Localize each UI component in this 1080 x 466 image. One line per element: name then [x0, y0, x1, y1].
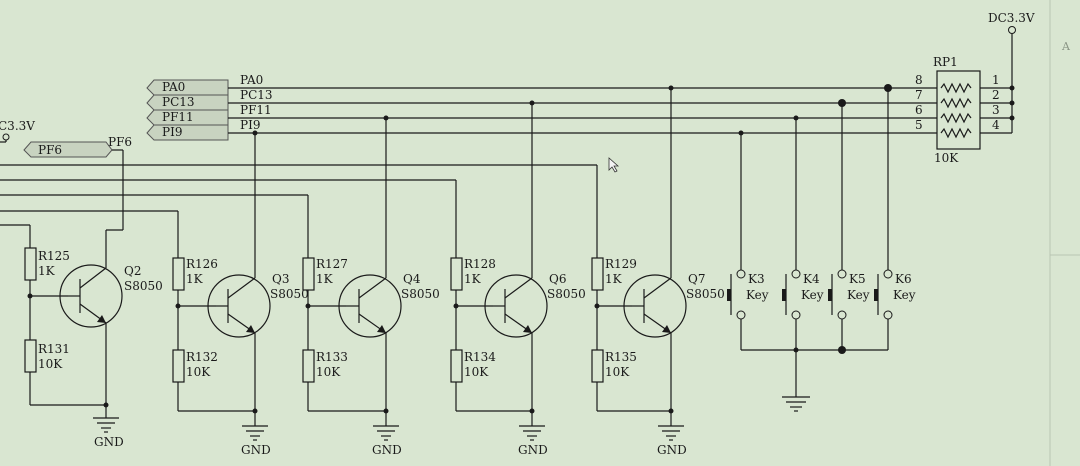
k3-ref: K3 — [748, 272, 765, 286]
net-pi9-label: PI9 — [240, 118, 260, 132]
q3-base-resistor-value: 1K — [186, 272, 204, 286]
k4-ref: K4 — [803, 272, 820, 286]
q4-base-resistor-value: 1K — [316, 272, 334, 286]
k5-label: Key — [847, 288, 870, 302]
rp1-value: 10K — [934, 151, 959, 165]
stage-q7: R129 1K R135 10K Q7 S8050 GND — [591, 88, 725, 457]
q7-pulldown-ref: R135 — [605, 350, 637, 364]
drawing-frame: A — [1049, 0, 1080, 466]
k5-ref: K5 — [849, 272, 866, 286]
q6-type: S8050 — [547, 287, 586, 301]
rp1-pin-2: 2 — [992, 88, 1000, 102]
q3-ground-label: GND — [241, 443, 271, 457]
port-pi9-label: PI9 — [162, 125, 182, 139]
q7-type: S8050 — [686, 287, 725, 301]
q6-base-resistor-value: 1K — [464, 272, 482, 286]
key-k6: K6 Key — [874, 88, 916, 350]
port-pf11-label: PF11 — [162, 110, 194, 124]
rp1-pin-5: 5 — [915, 118, 923, 132]
port-pf6-label: PF6 — [38, 143, 62, 157]
q3-base-resistor-ref: R126 — [186, 257, 218, 271]
rp1-ref: RP1 — [933, 55, 958, 69]
bus-lines — [228, 87, 1013, 134]
q6-ref: Q6 — [549, 272, 566, 286]
net-pf11-label: PF11 — [240, 103, 272, 117]
q2-base-resistor-ref: R125 — [38, 249, 70, 263]
key-k4: K4 Key — [782, 118, 824, 350]
rp1-pin-7: 7 — [915, 88, 923, 102]
rp1-pin-1: 1 — [992, 73, 1000, 87]
q4-ground-label: GND — [372, 443, 402, 457]
q6-pulldown-ref: R134 — [464, 350, 496, 364]
q4-pulldown-ref: R133 — [316, 350, 348, 364]
q7-pulldown-value: 10K — [605, 365, 630, 379]
q7-ref: Q7 — [688, 272, 705, 286]
q3-type: S8050 — [270, 287, 309, 301]
port-pa0: PA0 PA0 — [146, 73, 263, 96]
net-pc13-label: PC13 — [240, 88, 273, 102]
q7-base-resistor-ref: R129 — [605, 257, 637, 271]
port-pf11: PF11 PF11 — [146, 103, 272, 126]
stage-q6: R128 1K R134 10K Q6 S8050 GND — [450, 103, 586, 457]
q4-pulldown-value: 10K — [316, 365, 341, 379]
q6-ground-label: GND — [518, 443, 548, 457]
stage-q4: R127 1K R133 10K Q4 S8050 GND — [302, 118, 440, 457]
rp1-pin-6: 6 — [915, 103, 923, 117]
port-pi9: PI9 PI9 — [146, 118, 260, 141]
q4-base-resistor-ref: R127 — [316, 257, 348, 271]
q2-ground-label: GND — [94, 435, 124, 449]
k6-ref: K6 — [895, 272, 912, 286]
port-pc13-label: PC13 — [162, 95, 195, 109]
key-common-ground — [741, 346, 888, 412]
net-pf6-label: PF6 — [108, 135, 132, 149]
k4-label: Key — [801, 288, 824, 302]
q3-pulldown-ref: R132 — [186, 350, 218, 364]
net-pa0-label: PA0 — [240, 73, 263, 87]
power-left-partial: C3.3V — [0, 119, 35, 142]
rp1-pin-8: 8 — [915, 73, 923, 87]
q4-type: S8050 — [401, 287, 440, 301]
q2-pulldown-value: 10K — [38, 357, 63, 371]
q2-base-resistor-value: 1K — [38, 264, 56, 278]
mouse-cursor-icon — [608, 157, 620, 173]
stage-q3: R126 1K R132 10K Q3 S8050 GND — [172, 133, 309, 457]
base-drive-lines — [0, 141, 598, 258]
power-label-left: C3.3V — [0, 119, 35, 133]
q6-pulldown-value: 10K — [464, 365, 489, 379]
q7-base-resistor-value: 1K — [605, 272, 623, 286]
k3-label: Key — [746, 288, 769, 302]
q7-ground-label: GND — [657, 443, 687, 457]
q3-pulldown-value: 10K — [186, 365, 211, 379]
stage-q2: R125 1K R131 10K Q2 S8050 GND — [24, 229, 163, 449]
q2-pulldown-ref: R131 — [38, 342, 70, 356]
key-k3: K3 Key — [727, 133, 769, 350]
q3-ref: Q3 — [272, 272, 289, 286]
port-pa0-label: PA0 — [162, 80, 185, 94]
q2-type: S8050 — [124, 279, 163, 293]
power-label-top: DC3.3V — [988, 11, 1035, 25]
key-k5: K5 Key — [828, 103, 870, 350]
rp1-pin-4: 4 — [992, 118, 1000, 132]
q2-ref: Q2 — [124, 264, 141, 278]
q4-ref: Q4 — [403, 272, 421, 286]
resistor-pack-rp1: RP1 10K 8 7 6 5 1 2 3 4 — [915, 55, 1000, 165]
port-pf6: PF6 PF6 — [23, 135, 132, 158]
k6-label: Key — [893, 288, 916, 302]
border-zone-label: A — [1061, 40, 1071, 53]
q6-base-resistor-ref: R128 — [464, 257, 496, 271]
rp1-pin-3: 3 — [992, 103, 1000, 117]
